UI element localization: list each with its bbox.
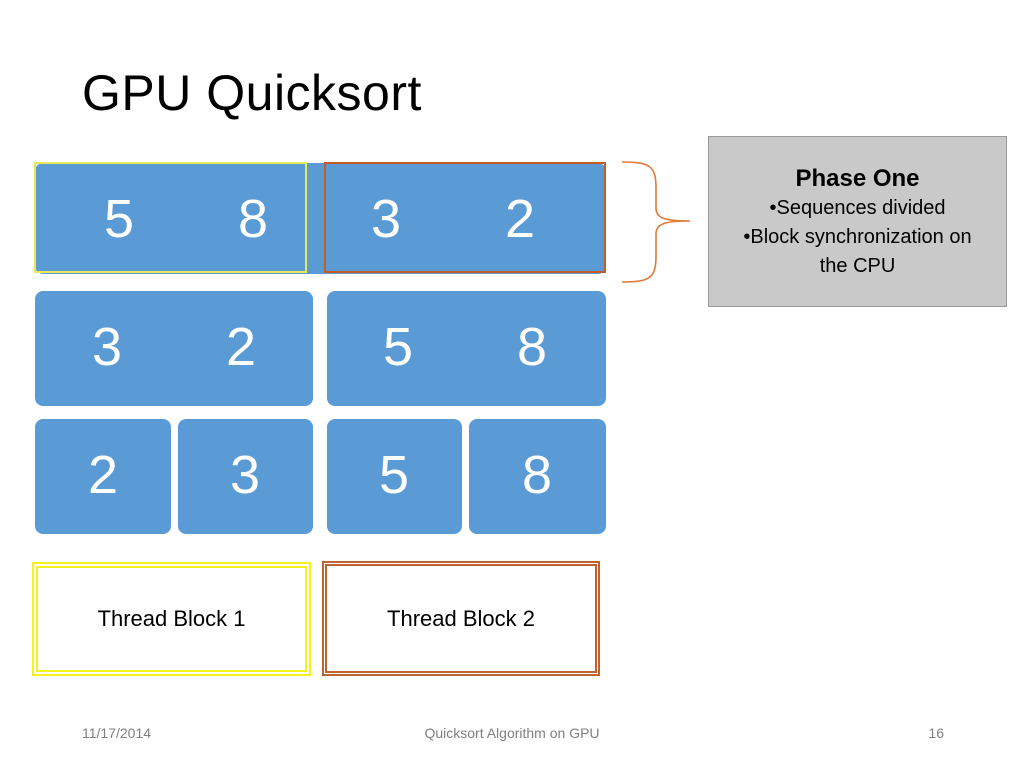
row-3-value-4: 8 bbox=[521, 445, 553, 505]
row-3-value-3: 5 bbox=[378, 445, 410, 505]
row-3-value-1: 2 bbox=[87, 445, 119, 505]
phase-bullet-2: •Block synchronization on bbox=[743, 226, 972, 248]
footer-title: Quicksort Algorithm on GPU bbox=[424, 725, 600, 741]
phase-bullet-2-continuation: the CPU bbox=[819, 255, 896, 277]
phase-title: Phase One bbox=[795, 165, 920, 192]
row-1-box bbox=[35, 163, 606, 274]
page-number: 16 bbox=[928, 725, 944, 741]
row-2-value-4: 8 bbox=[516, 317, 548, 377]
row-3-box-1 bbox=[35, 419, 171, 534]
thread-block-2-outline bbox=[324, 162, 606, 273]
row-1-value-2: 8 bbox=[237, 189, 269, 249]
thread-block-1-outline bbox=[34, 162, 307, 273]
row-2-box-left bbox=[35, 291, 313, 406]
row-2-value-1: 3 bbox=[91, 317, 123, 377]
row-1-value-1: 5 bbox=[103, 189, 135, 249]
slide-title: GPU Quicksort bbox=[82, 65, 422, 121]
phase-info-box: Phase One •Sequences divided •Block sync… bbox=[708, 136, 1007, 307]
thread-block-1-legend: Thread Block 1 bbox=[32, 562, 311, 676]
row-1-value-4: 2 bbox=[504, 189, 536, 249]
row-1-value-3: 3 bbox=[370, 189, 402, 249]
row-3-value-2: 3 bbox=[229, 445, 261, 505]
row-2-box-right bbox=[327, 291, 606, 406]
thread-block-2-legend: Thread Block 2 bbox=[322, 561, 600, 676]
row-2-value-3: 5 bbox=[382, 317, 414, 377]
thread-block-2-label: Thread Block 2 bbox=[387, 605, 535, 631]
thread-block-1-label: Thread Block 1 bbox=[97, 606, 246, 631]
row-2-value-2: 2 bbox=[225, 317, 257, 377]
phase-bullet-1: •Sequences divided bbox=[769, 197, 946, 219]
footer-date: 11/17/2014 bbox=[82, 725, 152, 741]
row-3-box-4 bbox=[469, 419, 606, 534]
row-3-box-2 bbox=[178, 419, 313, 534]
row-3-box-3 bbox=[327, 419, 462, 534]
curly-bracket bbox=[621, 161, 691, 283]
